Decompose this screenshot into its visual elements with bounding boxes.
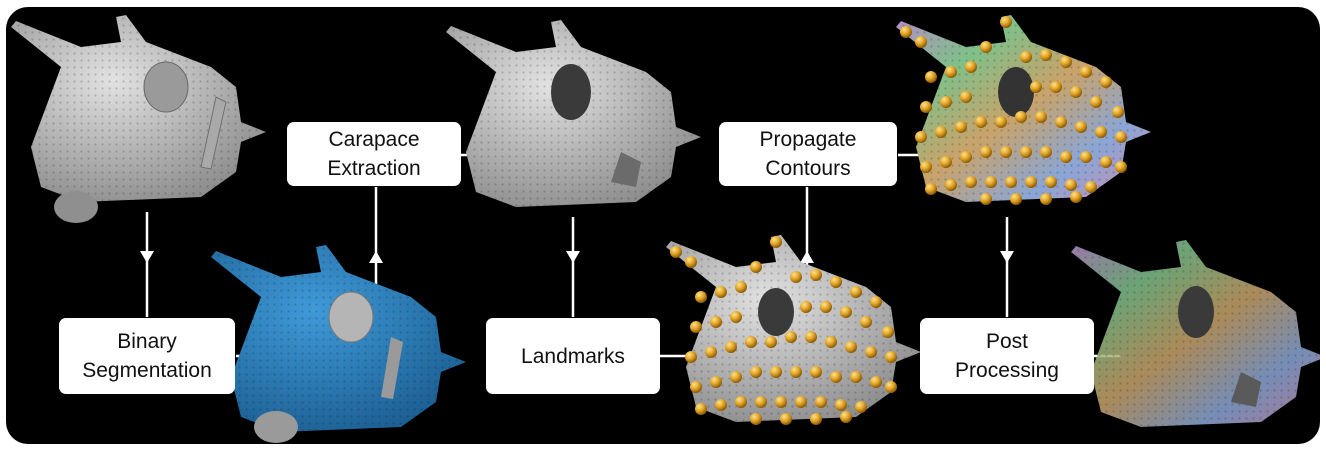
step-post-processing: Post Processing (920, 318, 1094, 394)
arrowhead-down-1 (140, 251, 154, 263)
step-carapace-extraction: Carapace Extraction (287, 122, 461, 186)
step-binary-segmentation: Binary Segmentation (59, 318, 235, 394)
arrowhead-down-3 (1000, 251, 1014, 263)
raw-scan-model (11, 15, 266, 223)
arrowhead-down-2 (566, 251, 580, 263)
step-landmarks: Landmarks (486, 318, 660, 394)
contours-model (896, 15, 1151, 205)
diagram-panel: Binary Segmentation Carapace Extraction … (6, 7, 1320, 444)
segmentation-model (211, 245, 466, 443)
landmarks-model (666, 235, 921, 425)
carapace-model (446, 20, 701, 207)
arrowhead-up-1 (369, 251, 383, 263)
post-processed-model (1071, 240, 1320, 427)
arrowhead-up-2 (800, 251, 814, 263)
arrowheads (140, 251, 1014, 263)
step-propagate-contours: Propagate Contours (719, 122, 897, 186)
